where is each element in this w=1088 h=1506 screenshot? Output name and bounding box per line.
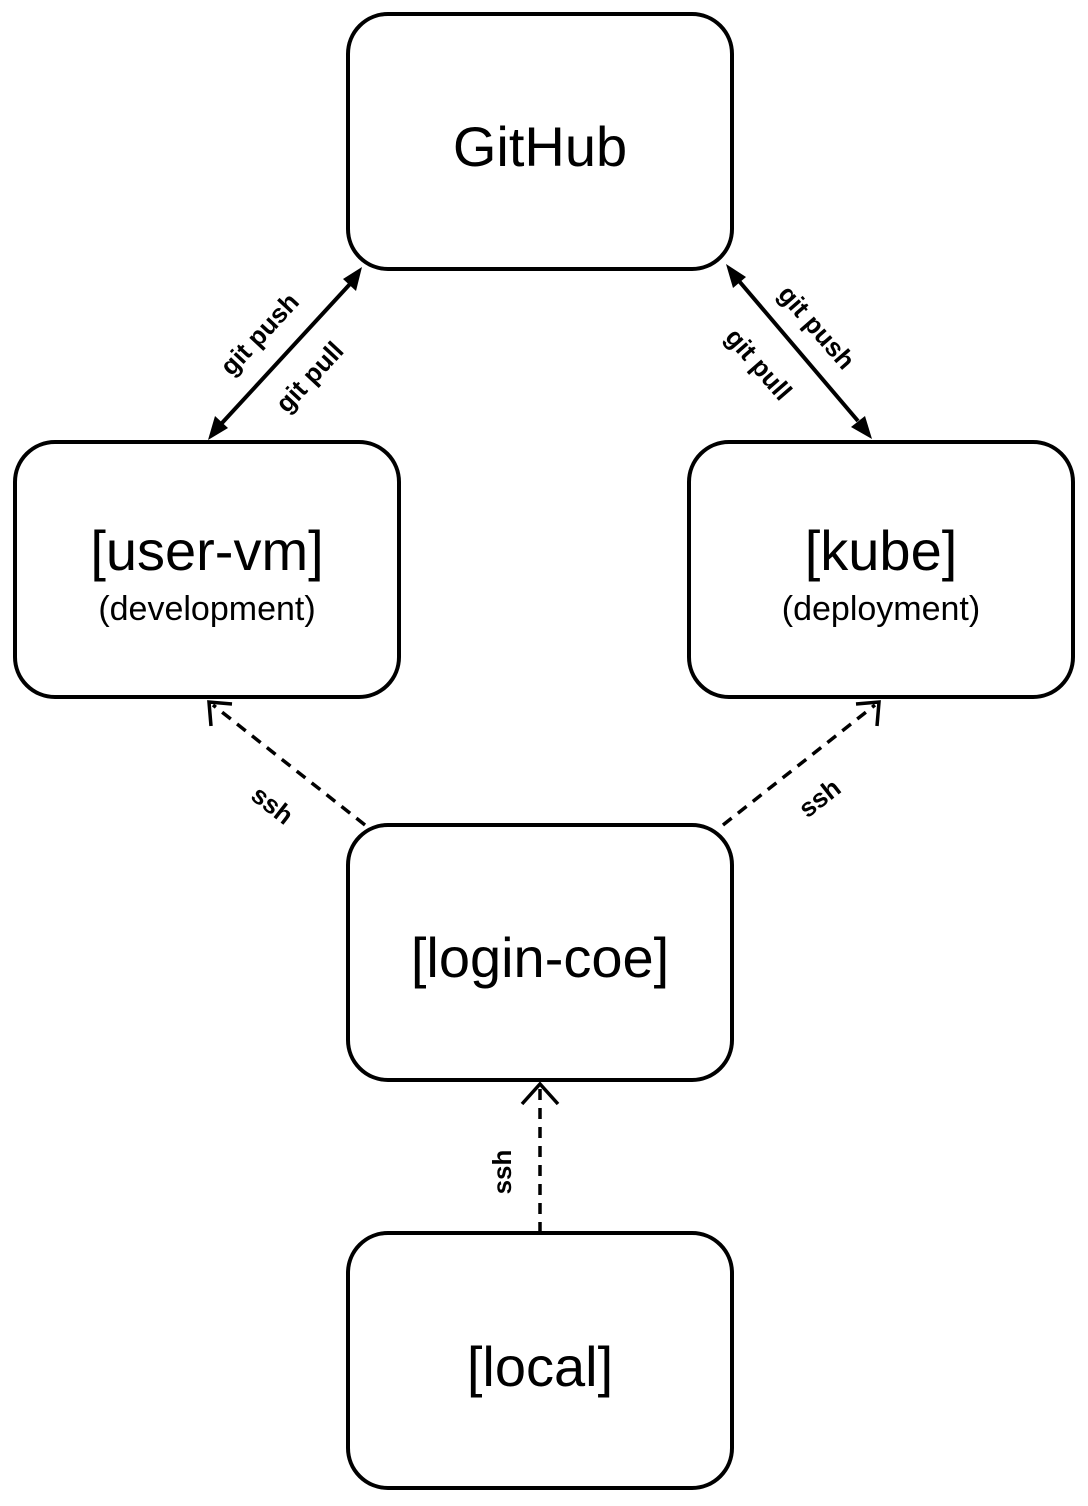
- arrowhead-open-icon: [520, 1081, 560, 1106]
- arrowhead-open-icon: [855, 700, 881, 727]
- edge-login-kube-line: [721, 703, 877, 827]
- arrowhead-filled-icon: [726, 264, 746, 288]
- node-github: GitHub: [346, 12, 734, 271]
- arrowhead-open-icon: [207, 700, 233, 727]
- node-login-coe-title: [login-coe]: [411, 926, 669, 989]
- node-user-vm-title: [user-vm]: [90, 519, 323, 582]
- node-user-vm-subtitle: (development): [98, 590, 315, 628]
- edge-login-user-vm: ssh: [207, 700, 367, 831]
- edge-github-user-vm-line: [220, 282, 352, 425]
- edge-local-login: ssh: [487, 1081, 560, 1233]
- node-kube-box: [687, 440, 1075, 699]
- node-local: [local]: [346, 1231, 734, 1490]
- edge-login-kube: ssh: [721, 700, 881, 827]
- edge-github-kube-line: [737, 279, 860, 423]
- node-user-vm-box: [13, 440, 401, 699]
- node-local-title: [local]: [467, 1335, 613, 1398]
- node-kube: [kube] (deployment): [687, 440, 1075, 699]
- arrowhead-filled-icon: [851, 416, 872, 439]
- edge-label-ssh-bottom: ssh: [487, 1150, 517, 1195]
- edge-github-kube: git push git pull: [720, 264, 872, 439]
- edge-label-ssh-left: ssh: [246, 779, 300, 830]
- node-user-vm: [user-vm] (development): [13, 440, 401, 699]
- node-login-coe: [login-coe]: [346, 823, 734, 1082]
- edge-github-user-vm: git push git pull: [208, 267, 362, 440]
- edge-label-git-push-left: git push: [214, 287, 305, 381]
- edge-label-git-pull-left: git pull: [269, 335, 349, 418]
- edge-label-ssh-right: ssh: [793, 772, 847, 823]
- edge-label-git-push-right: git push: [772, 279, 861, 375]
- edge-login-user-vm-line: [211, 703, 367, 827]
- arrowhead-filled-icon: [343, 267, 362, 291]
- node-kube-subtitle: (deployment): [782, 590, 980, 628]
- arrowhead-filled-icon: [208, 416, 228, 440]
- node-kube-title: [kube]: [805, 519, 958, 582]
- node-login-coe-box: [346, 823, 734, 1082]
- node-github-title: GitHub: [453, 115, 627, 178]
- node-github-box: [346, 12, 734, 271]
